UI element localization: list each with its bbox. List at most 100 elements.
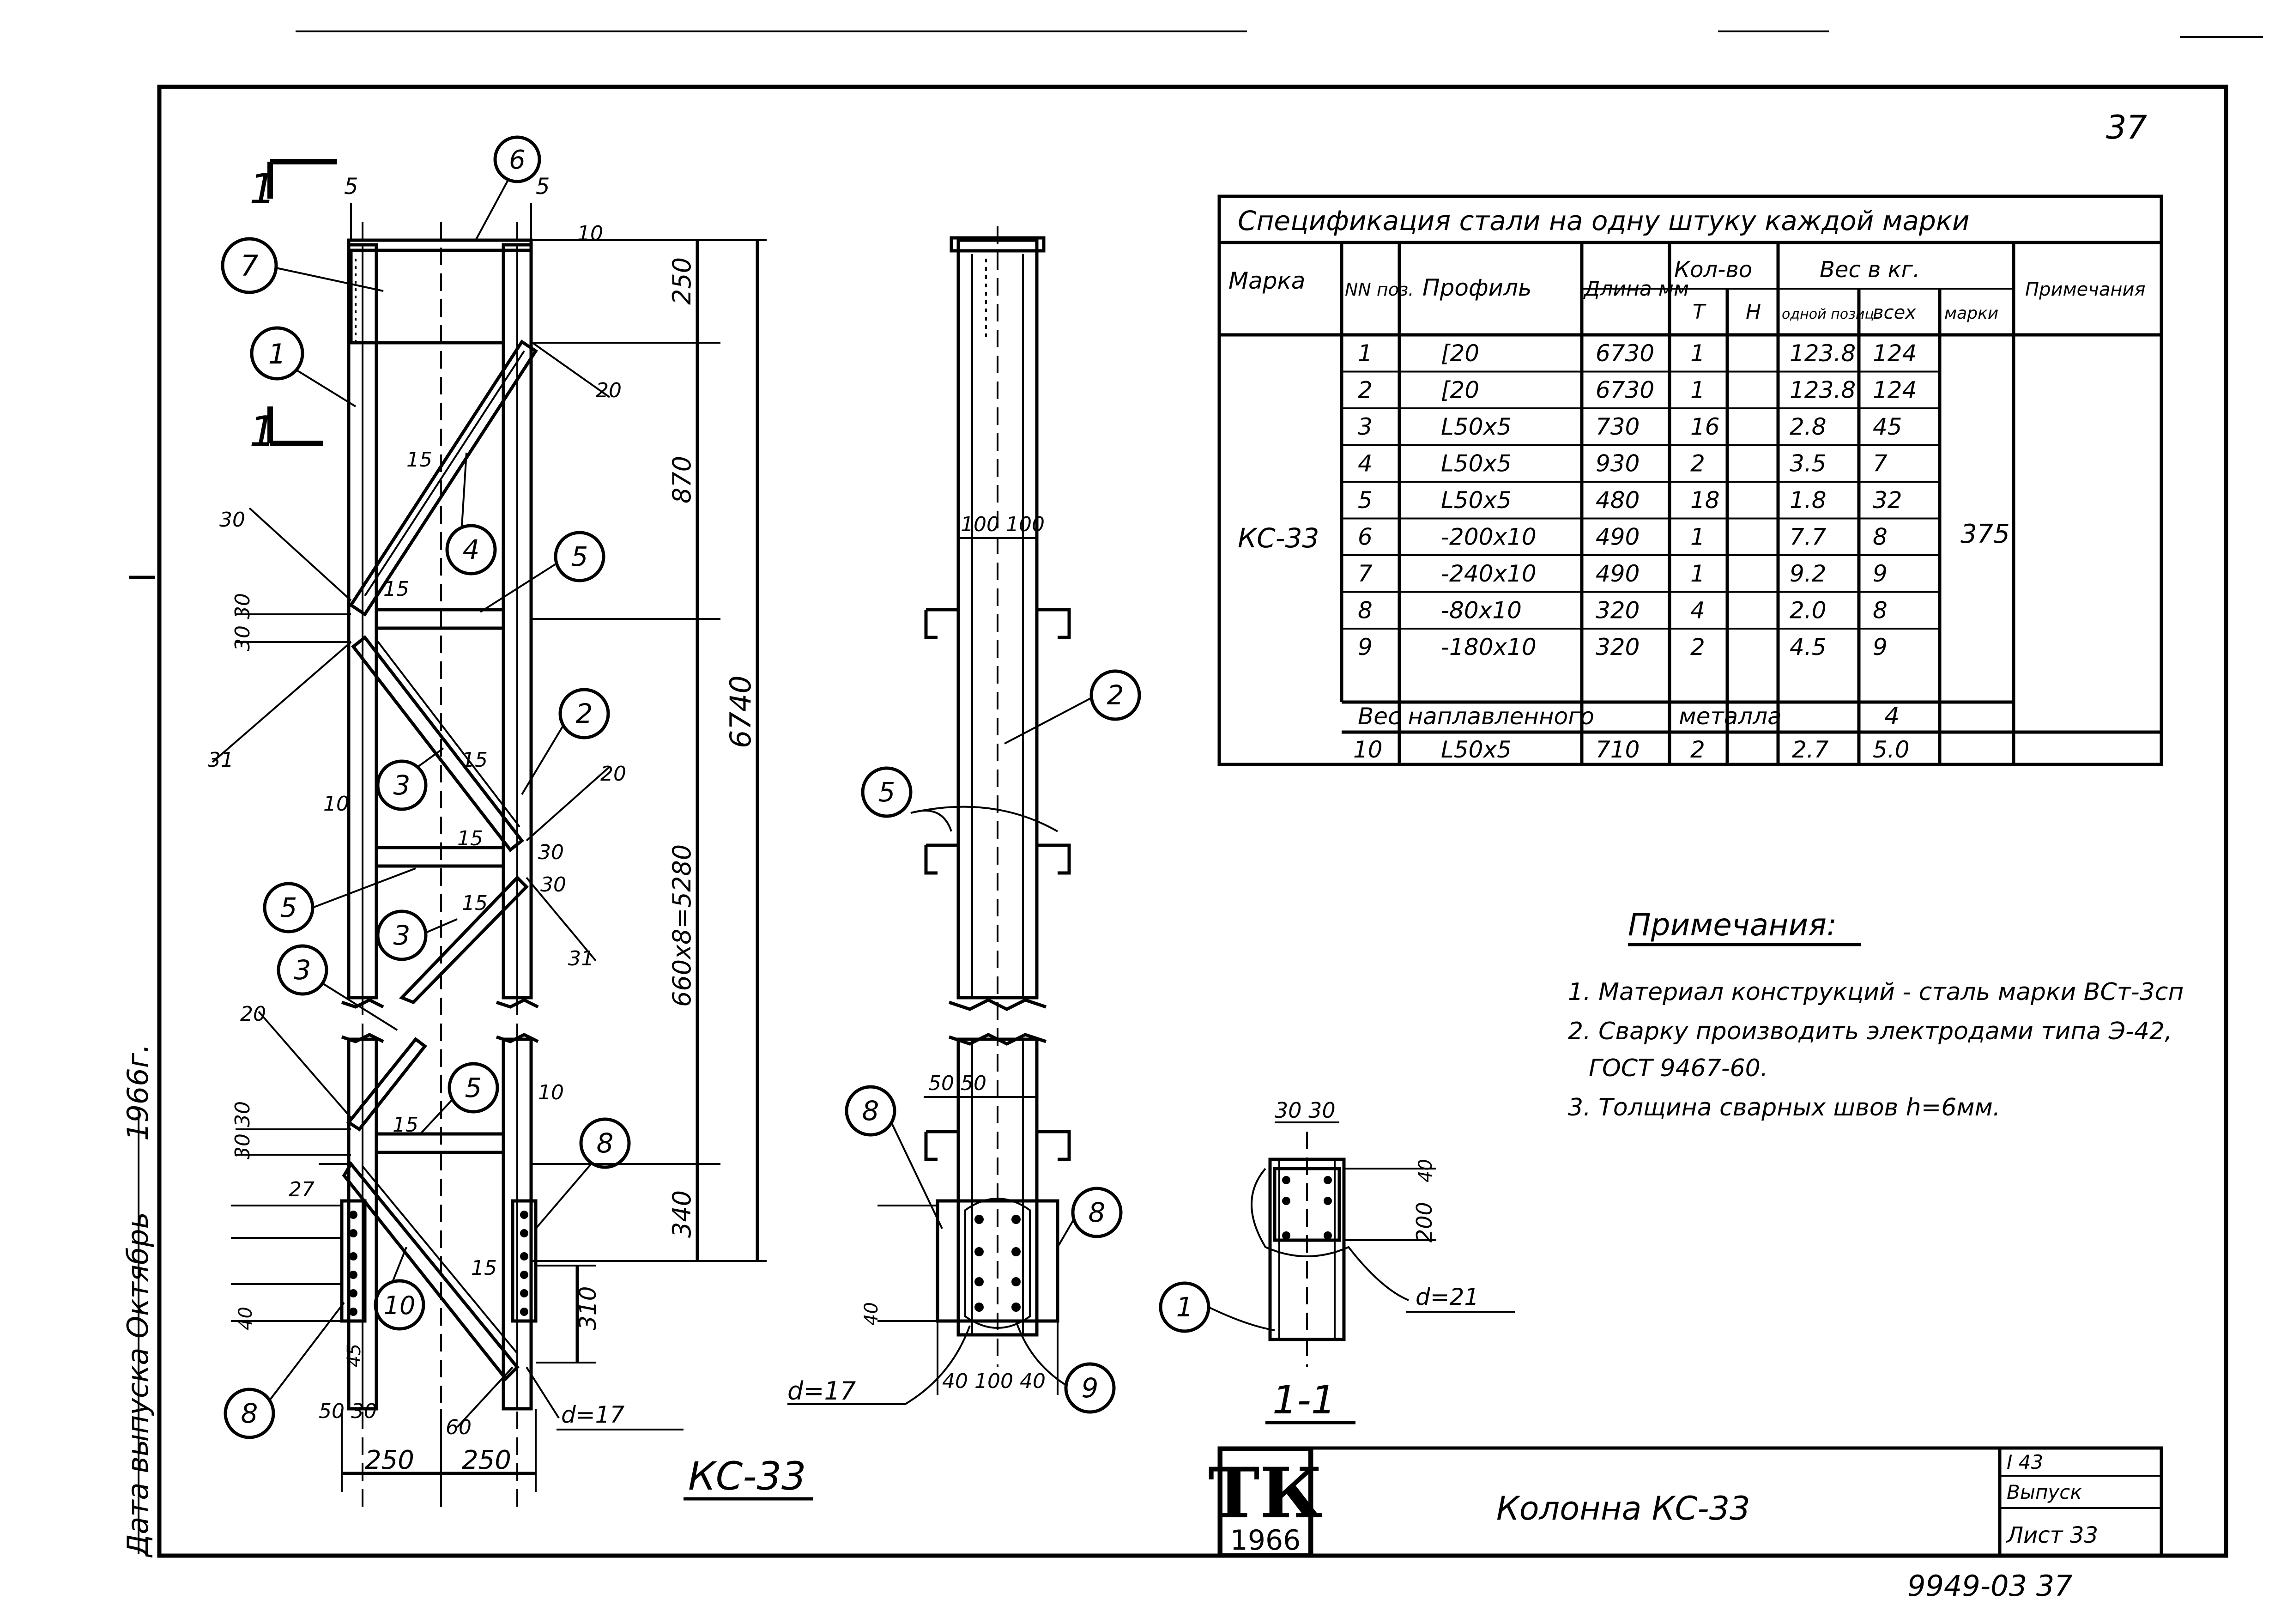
- dim-6740: 6740: [724, 675, 757, 748]
- bolt-holes-left: [349, 1211, 357, 1316]
- svg-text:5: 5: [465, 1072, 482, 1103]
- spec-cell-qty: 2: [1690, 450, 1705, 477]
- dim-30-a: 30: [538, 841, 564, 864]
- spec-cell-w2: 8: [1873, 524, 1888, 551]
- spec-cell-w1: 1.8: [1790, 487, 1827, 514]
- svg-text:5: 5: [571, 541, 588, 572]
- spec-cell-profile: -80х10: [1441, 597, 1522, 624]
- corner-mark: 37: [2106, 109, 2147, 146]
- svg-text:10: 10: [384, 1291, 416, 1320]
- spec-cell-qty: 16: [1690, 413, 1720, 440]
- svg-text:3: 3: [393, 920, 411, 951]
- row10-length: 710: [1596, 736, 1640, 763]
- tk-logo: ТК: [1208, 1453, 1323, 1534]
- spec-cell-qty: 18: [1690, 487, 1720, 514]
- callout-6: 6: [493, 135, 541, 183]
- callout-8-side-left: 8: [845, 1085, 896, 1137]
- drawing-name: Колонна КС-33: [1496, 1490, 1750, 1527]
- spec-cell-profile: L50х5: [1441, 450, 1512, 477]
- spec-cell-length: 320: [1596, 634, 1640, 661]
- dim-60: 60: [446, 1416, 472, 1439]
- spec-cell-qty: 1: [1690, 340, 1705, 367]
- dim-5-right: 5: [536, 174, 550, 200]
- specification-table: Спецификация стали на одну штуку каждой …: [1217, 194, 2163, 766]
- spec-cell-n: 3: [1358, 413, 1373, 440]
- spec-cell-length: 480: [1596, 487, 1640, 514]
- spec-cell-length: 6730: [1596, 340, 1654, 367]
- svg-text:5: 5: [878, 776, 895, 808]
- dim-340: 340: [667, 1190, 696, 1238]
- callout-7: 7: [221, 237, 278, 294]
- hdr-length: Длина мм: [1583, 277, 1689, 301]
- svg-text:1: 1: [268, 338, 286, 370]
- row10-n: 10: [1353, 736, 1383, 763]
- dim-10-top: 10: [577, 222, 603, 245]
- note-1: 1. Материал конструкций - сталь марки ВС…: [1568, 978, 2184, 1006]
- row10-profile: L50х5: [1441, 736, 1512, 763]
- hdr-qty-t: Т: [1693, 300, 1706, 324]
- top-rules: [296, 30, 2263, 38]
- footer-code: 9949-03 37: [1907, 1569, 2073, 1603]
- callout-3-b: 3: [376, 909, 428, 961]
- weld-15-e: 15: [462, 891, 488, 915]
- svg-text:3: 3: [294, 954, 311, 986]
- section-title: 1-1: [1272, 1377, 1336, 1423]
- spec-cell-n: 2: [1358, 377, 1373, 404]
- hdr-w-one: одной позиц.: [1782, 306, 1878, 322]
- note-2: 2. Сварку производить электродами типа Э…: [1568, 1018, 2172, 1045]
- dim-10-left: 10: [323, 792, 349, 816]
- notes-title: Примечания:: [1628, 907, 1837, 943]
- elevation-title: КС-33: [688, 1454, 806, 1499]
- note-2b: ГОСТ 9467-60.: [1589, 1054, 1768, 1082]
- title-cell-3: Лист 33: [2006, 1522, 2098, 1548]
- svg-text:8: 8: [597, 1127, 614, 1159]
- callout-3-a: 3: [376, 759, 428, 811]
- svg-text:4: 4: [463, 534, 480, 565]
- svg-text:3: 3: [393, 770, 411, 801]
- tk-logo-frame: [1221, 1449, 1310, 1555]
- spec-cell-length: 6730: [1596, 377, 1654, 404]
- dim-30-30-upper: 30 30: [231, 593, 254, 651]
- hole-d-17: d=17: [787, 1376, 856, 1406]
- spec-cell-w1: 123.8: [1790, 377, 1856, 404]
- spec-cell-qty: 1: [1690, 524, 1705, 551]
- svg-text:2: 2: [1107, 679, 1124, 711]
- spec-cell-w1: 9.2: [1790, 560, 1827, 587]
- svg-text:5: 5: [280, 892, 297, 923]
- callout-1: 1: [250, 326, 304, 381]
- callout-5-b: 5: [263, 882, 315, 933]
- spec-cell-length: 490: [1596, 560, 1640, 587]
- callout-4: 4: [445, 524, 497, 576]
- dim-30-b: 30: [540, 873, 566, 897]
- spec-cell-w1: 7.7: [1790, 524, 1827, 551]
- weld-15-a: 15: [406, 448, 432, 472]
- svg-text:6: 6: [509, 145, 526, 175]
- spec-cell-profile: -200х10: [1441, 524, 1537, 551]
- dim-27: 27: [289, 1178, 315, 1201]
- hole-d-21: d=21: [1416, 1284, 1479, 1310]
- spec-cell-w2: 45: [1873, 413, 1902, 440]
- dim-20-b: 20: [240, 1002, 266, 1026]
- weld-15-c: 15: [462, 748, 488, 772]
- spec-cell-qty: 4: [1690, 597, 1705, 624]
- spec-cell-n: 1: [1358, 340, 1373, 367]
- callout-5-a: 5: [554, 531, 605, 582]
- spec-cell-profile: [20: [1441, 340, 1479, 367]
- dim-40-left: 40: [235, 1307, 256, 1330]
- spec-title: Спецификация стали на одну штуку каждой …: [1238, 205, 1970, 236]
- spec-cell-profile: L50х5: [1441, 487, 1512, 514]
- svg-text:8: 8: [1089, 1197, 1106, 1228]
- weld-15-g: 15: [471, 1256, 497, 1280]
- callout-3-c: 3: [277, 944, 328, 996]
- spec-mark: КС-33: [1238, 522, 1319, 554]
- title-cell-2: Выпуск: [2007, 1481, 2082, 1503]
- side-dim-100: 100 100: [961, 513, 1045, 536]
- callout-2-side: 2: [1089, 669, 1141, 721]
- title-block: ТК 1966 Колонна КС-33 I 43 Выпуск Лист 3…: [1208, 1446, 2163, 1557]
- weld-15-b: 15: [383, 577, 409, 601]
- weld-weight: 4: [1884, 703, 1900, 730]
- hdr-weight: Вес в кг.: [1820, 257, 1920, 283]
- bolt-holes-right: [520, 1211, 528, 1316]
